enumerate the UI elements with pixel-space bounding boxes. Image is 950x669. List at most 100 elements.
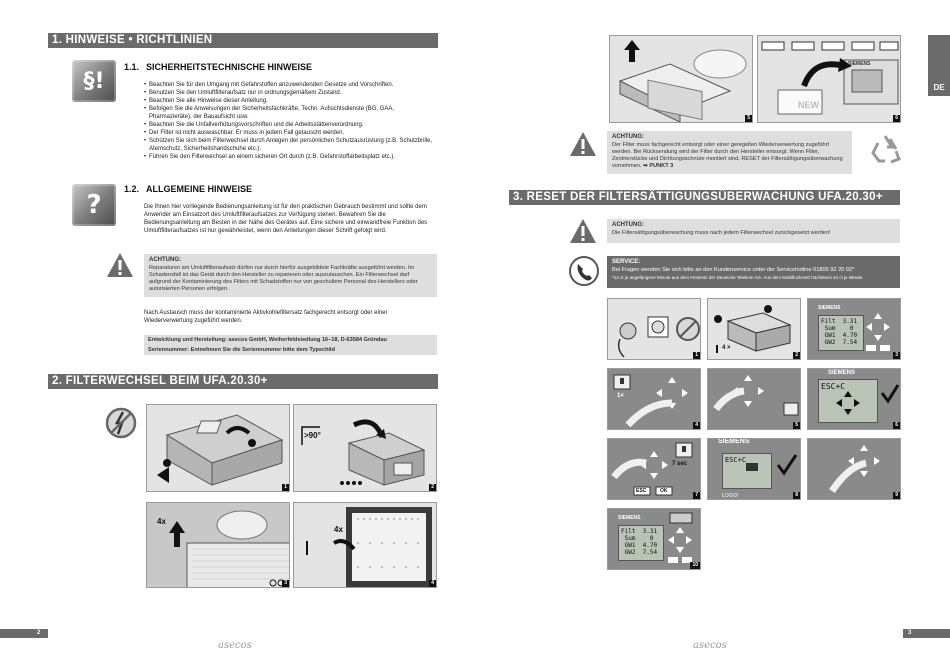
subsection-1-2-number: 1.2. [124,184,140,194]
section-3-title: 3. RESET DER FILTERSÄTTIGUNGSÜBERWACHUNG… [509,190,900,205]
hold-time-label: 7 sec [672,461,688,467]
figure-number: 1 [693,352,700,359]
bullet-item: Schützen Sie sich beim Filterwechsel dur… [144,137,434,153]
question-icon: ? [72,184,116,226]
quantity-label: 4x [157,517,166,526]
language-tab: DE [928,80,950,96]
lcd-display: Filt 3.31 Sum 0 GW1 4.70 GW2 7.54 [818,315,864,351]
warning-triangle-icon [570,219,596,243]
reset-figure-7: ESC OK 7 sec 7 [607,438,701,500]
punkt-3-link[interactable]: ➡ PUNKT 3 [643,163,674,169]
law-icon-text: §! [83,68,105,94]
reset-figure-1: 1 [607,298,701,360]
reset-figure-9: 9 [807,438,901,500]
phone-icon [569,256,599,286]
right-page: DE 5 SIEMENS NEW 6 [475,0,950,669]
unplug-illustration [617,316,700,358]
warning-heading: ACHTUNG: [149,257,181,263]
subsection-1-1-title: SICHERHEITSTECHNISCHE HINWEISE [146,62,313,72]
quantity-label: 4 × [722,345,731,351]
bullet-item: Beachten Sie die Unfallverhütungsvorschr… [144,121,434,129]
subsection-1-2-title: ALLGEMEINE HINWEISE [146,184,253,194]
lid-opening-illustration [301,419,426,486]
filter-step-figure-1: 1 [146,404,290,492]
reset-warning-box: ACHTUNG: Die Filtersättigungsüberwachung… [607,219,900,243]
no-power-icon [105,407,137,439]
lcd-values: Filt 3.31 Sum 0 GW1 4.70 GW2 7.54 [621,528,658,556]
side-tab-bar [928,35,950,80]
lcd-display: ESC+C [818,379,878,423]
bullet-item: Der Filter ist nicht auswaschbar. Er mus… [144,129,434,137]
figure-number: 2 [429,484,436,491]
figure-number: 3 [893,352,900,359]
quantity-label: 4x [334,525,343,534]
reset-figure-5: 5 [707,368,801,430]
siemens-label: SIEMENS [828,370,856,376]
new-label: NEW [798,100,819,110]
figure-number: 5 [793,422,800,429]
figure-number: 4 [429,580,436,587]
filter-step-figure-4: 4x 4 [293,502,437,588]
disposal-figure-6: SIEMENS NEW 6 [757,35,901,123]
warning-text: Die Filtersättigungsüberwachung muss nac… [612,230,831,236]
filter-step-figure-2: >90° 2 [293,404,437,492]
figure-number: 10 [690,562,700,569]
figure-number: 4 [693,422,700,429]
siemens-label: SIEMENS [718,438,750,445]
page-number: 3 [908,630,912,636]
lcd-reset-text: ESC+C [725,456,747,464]
page-number: 2 [37,630,41,636]
reset-figure-8: ESC+C SIEMENS LOGO! 8 [707,438,801,500]
figure-number: 6 [893,115,900,122]
filter-lift-illustration [618,40,747,122]
service-text: Bei Fragen wenden Sie sich bitte an den … [612,267,855,273]
keypad-illustration [866,313,890,351]
ok-key-label: OK [660,488,668,494]
subsection-1-1-heading: 1.1.SICHERHEITSTECHNISCHE HINWEISE [124,62,312,72]
hold-keys-illustration [611,442,693,496]
bullet-item: Beachten Sie für den Umgang mit Gefahrst… [144,81,434,89]
warning-heading: ACHTUNG: [612,134,644,140]
filter-step-figure-3: 4x 3 [146,502,290,588]
housing-open-illustration [714,305,792,353]
section-1-title: 1. HINWEISE • RICHTLINIEN [48,33,438,48]
figure-number: 2 [793,352,800,359]
figure-number: 1 [282,484,289,491]
esc-key-label: ESC [636,488,647,494]
warning-triangle-icon [570,132,596,156]
general-notes-paragraph: Die Ihnen hier vorliegende Bedienungsanl… [144,204,428,234]
siemens-label: SIEMENS [818,305,841,311]
warning-triangle-icon [107,253,133,277]
siemens-label: SIEMENS [848,61,871,67]
keypad-illustration [668,512,693,563]
manufacturer-info: Entwicklung und Herstellung: asecos GmbH… [144,335,437,345]
figure-number: 7 [693,492,700,499]
lcd-reset-text: ESC+C [821,382,846,391]
figure-number: 8 [793,492,800,499]
housing-illustration [157,414,284,486]
key-press-illustration [613,374,688,428]
key-press-illustration [713,375,799,416]
bullet-item: Benutzen Sie den Umluftfilteraufsatz nur… [144,89,434,97]
disposal-warning-box: ACHTUNG: Der Filter muss fachgerecht ent… [607,131,852,174]
law-icon: §! [72,60,116,102]
service-heading: SERVICE: [612,259,641,265]
figure-number: 3 [282,580,289,587]
centering-pieces-illustration [306,507,432,587]
logo-label: LOGO! [722,493,739,499]
bullet-item: Befolgen Sie die Anweisungen der Sicherh… [144,105,434,121]
lcd-values: Filt 3.31 Sum 0 GW1 4.70 GW2 7.54 [821,318,858,346]
bullet-item: Beachten Sie alle Hinweise dieser Anleit… [144,97,434,105]
bullet-item: Führen Sie den Filterwechsel an einem si… [144,153,434,161]
press-count-label: 1× [617,393,624,399]
warning-heading: ACHTUNG: [612,222,644,228]
brand-logo: asecos [218,640,252,651]
checkmark-icon [746,454,798,476]
reset-figure-4: 1× 4 [607,368,701,430]
checkmark-icon [836,384,900,415]
figure-number: 5 [745,115,752,122]
filter-removal-illustration [147,503,289,587]
safety-bullet-list: Beachten Sie für den Umgang mit Gefahrst… [144,81,434,161]
subsection-1-2-heading: 1.2. ALLGEMEINE HINWEISE [124,184,252,194]
reset-figure-2: 4 × 2 [707,298,801,360]
